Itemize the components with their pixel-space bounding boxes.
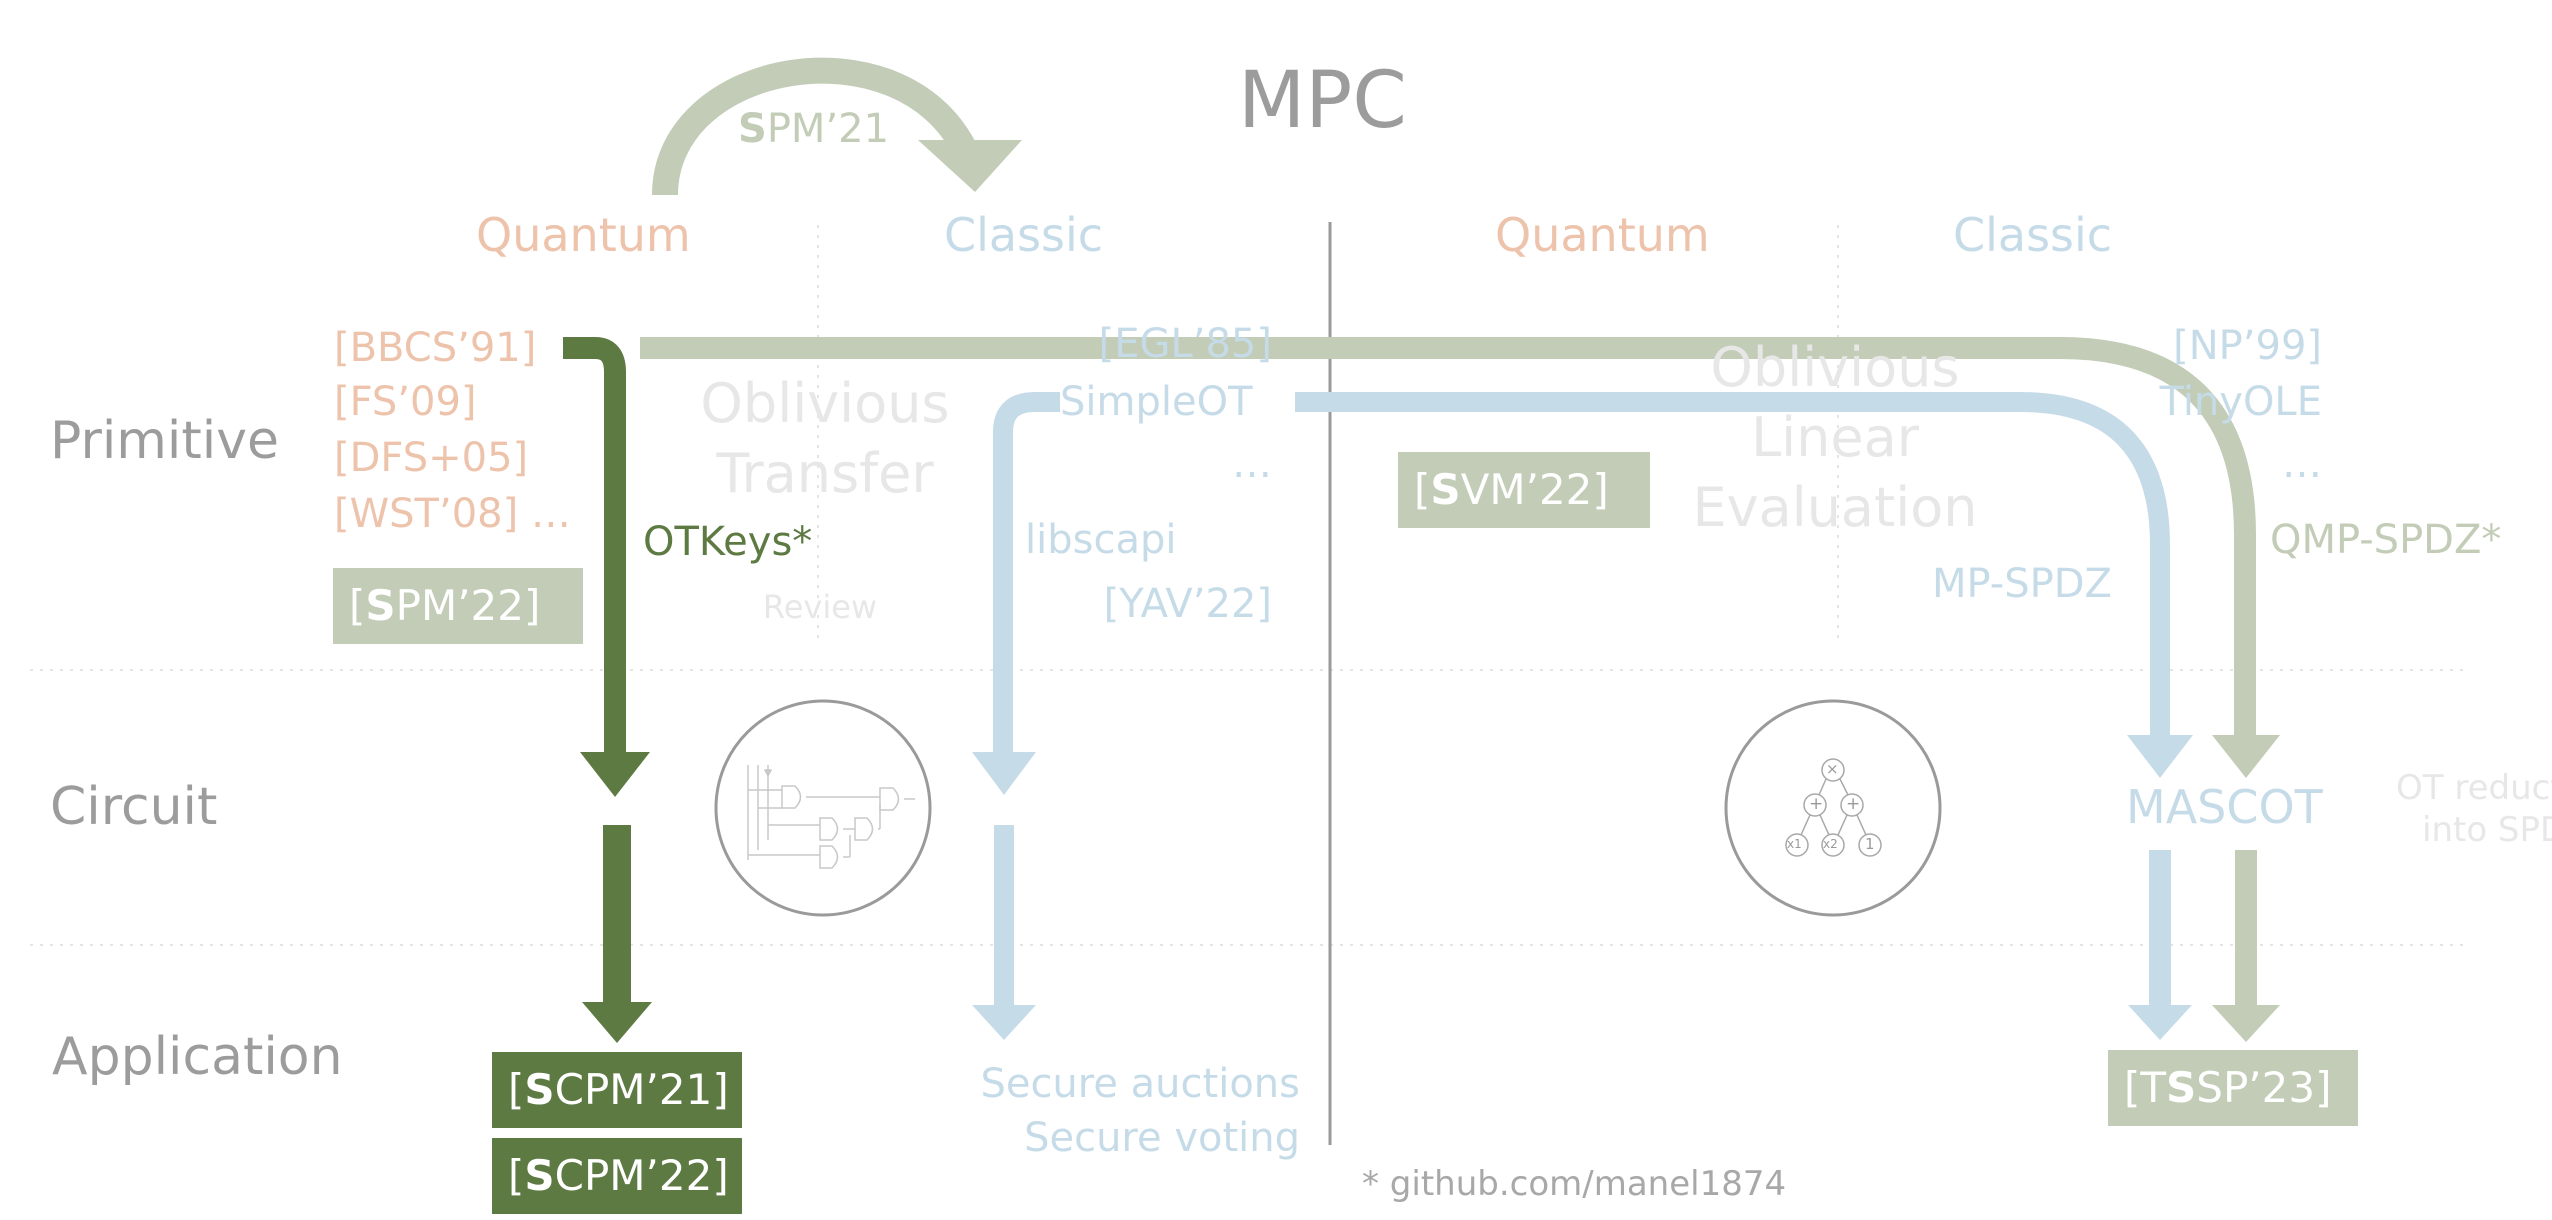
scpm22-prefix: [	[508, 1151, 525, 1200]
tssp23-prefix: [T	[2124, 1063, 2167, 1112]
blue-arrow-head-2	[972, 752, 1036, 795]
ot-reduction-line1: OT reduction	[2396, 768, 2552, 808]
ref-yav22: [YAV’22]	[1103, 581, 1272, 627]
ref-tinyole: TinyOLE	[2159, 379, 2322, 425]
green-arrow-head-2	[582, 1002, 652, 1043]
row-label-application: Application	[52, 1027, 343, 1087]
arith-node-x2: x2	[1823, 837, 1838, 851]
curved-arrow-spm21	[652, 57, 977, 196]
app-secure-auctions: Secure auctions	[980, 1061, 1300, 1107]
ref-qmpspdz: QMP-SPDZ*	[2270, 517, 2502, 563]
curved-arrow-label-bold: S	[738, 106, 767, 152]
ref-dfs05: [DFS+05]	[334, 435, 529, 481]
ref-wst08: [WST’08] …	[334, 491, 571, 537]
scpm21-bold: S	[524, 1065, 555, 1114]
header-right-quantum: Quantum	[1495, 208, 1710, 262]
scpm22-rest: CPM’22]	[554, 1151, 729, 1200]
header-right-classic: Classic	[1953, 208, 2113, 262]
row-label-primitive: Primitive	[50, 411, 279, 471]
box-spm22: [SPM’22]	[333, 568, 583, 644]
svm22-bold: S	[1430, 465, 1461, 514]
blue-arrow-head-1	[2127, 735, 2193, 778]
box-tssp23: [TSSP’23]	[2108, 1050, 2358, 1126]
spm22-prefix: [	[349, 581, 366, 630]
ref-libscapi: libscapi	[1025, 517, 1177, 563]
curved-arrow-label: SPM’21	[738, 105, 889, 153]
arith-node-times: ×	[1826, 760, 1839, 778]
boolean-circuit-circle	[714, 699, 932, 917]
ref-bbcs91: [BBCS’91]	[334, 325, 537, 371]
ot-center-review: Review	[762, 588, 878, 626]
arith-node-one: 1	[1865, 835, 1875, 853]
ref-mpspdz: MP-SPDZ	[1932, 561, 2112, 607]
header-left-classic: Classic	[944, 208, 1104, 262]
boolean-circuit-icon	[747, 765, 915, 869]
row-label-circuit: Circuit	[50, 777, 218, 837]
ref-fs09: [FS’09]	[334, 379, 477, 425]
box-scpm21: [SCPM’21]	[492, 1052, 742, 1128]
header-left-quantum: Quantum	[476, 208, 691, 262]
ole-center-line2: Linear	[1751, 406, 1919, 469]
ref-egl85: [EGL’85]	[1098, 321, 1272, 367]
green-arrow-bbcs-down	[563, 337, 626, 752]
ot-reduction-line2: into SPDZ	[2422, 810, 2552, 850]
svm22-prefix: [	[1414, 465, 1431, 514]
label-otkeys: OTKeys*	[643, 519, 813, 565]
sage-arrow-head-2	[2212, 1005, 2280, 1042]
ot-center-line2: Transfer	[716, 442, 934, 505]
box-scpm22: [SCPM’22]	[492, 1138, 742, 1214]
scpm21-prefix: [	[508, 1065, 525, 1114]
svm22-rest: VM’22]	[1460, 465, 1609, 514]
blue-arrow-simpleot-down	[993, 392, 1060, 752]
sage-arrow-head-1	[2212, 735, 2280, 778]
blue-arrow-head-3	[972, 1005, 1036, 1040]
box-svm22: [SVM’22]	[1398, 452, 1650, 528]
sage-arrow-bbcs-to-mascot	[640, 337, 2256, 740]
scpm21-rest: CPM’21]	[554, 1065, 729, 1114]
curved-arrow-head	[918, 140, 1022, 192]
ref-right-ellipsis: …	[2282, 441, 2322, 487]
arithmetic-circuit-icon	[1785, 758, 1882, 857]
label-mascot: MASCOT	[2126, 780, 2323, 834]
ref-np99: [NP’99]	[2173, 323, 2322, 369]
tssp23-bold: S	[2166, 1063, 2197, 1112]
footnote-github[interactable]: * github.com/manel1874	[1362, 1164, 1787, 1204]
blue-arrow-head-4	[2128, 1005, 2192, 1040]
arith-node-plus-left: +	[1809, 794, 1824, 814]
curved-arrow-label-rest: PM’21	[766, 106, 890, 152]
arith-node-x1: x1	[1787, 837, 1802, 851]
ot-center-line1: Oblivious	[700, 372, 950, 435]
scpm22-bold: S	[524, 1151, 555, 1200]
blue-arrow-simpleot-to-mascot	[1295, 392, 2170, 740]
ref-classic-ellipsis: …	[1232, 441, 1272, 487]
tssp23-rest: SP’23]	[2196, 1063, 2332, 1112]
ref-simpleot: SimpleOT	[1060, 379, 1253, 425]
app-secure-voting: Secure voting	[1024, 1115, 1300, 1161]
arith-node-plus-right: +	[1846, 794, 1861, 814]
arithmetic-circuit-circle	[1724, 699, 1942, 917]
green-arrow-head-1	[580, 752, 650, 797]
ole-center-line3: Evaluation	[1692, 476, 1978, 539]
spm22-rest: PM’22]	[395, 581, 541, 630]
ole-center-line1: Oblivious	[1710, 336, 1960, 399]
spm22-bold: S	[365, 581, 396, 630]
page-title: MPC	[1238, 56, 1407, 146]
